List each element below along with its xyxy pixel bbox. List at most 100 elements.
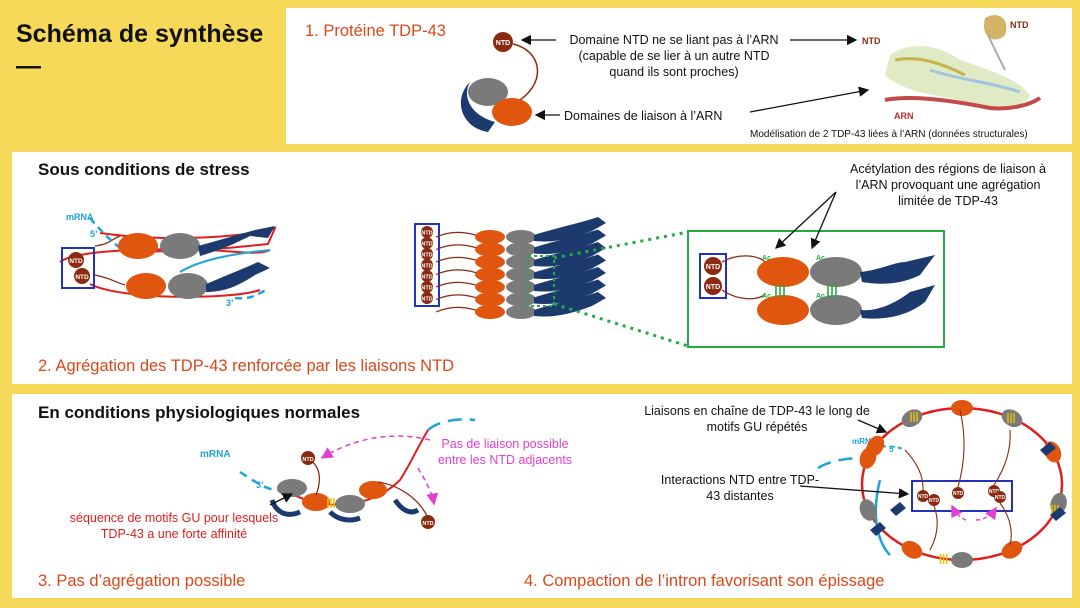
circle-ntd bbox=[994, 491, 1006, 503]
circle-rbd bbox=[1001, 409, 1023, 428]
svg-text:5’: 5’ bbox=[90, 229, 98, 239]
aggregate-rbd-orange bbox=[475, 280, 505, 294]
ntd-description: Domaine NTD ne se liant pas à l’ARN (cap… bbox=[569, 33, 779, 79]
panel3-caption-left: 3. Pas d’agrégation possible bbox=[38, 572, 246, 590]
circle-rbd bbox=[951, 552, 973, 568]
structural-model-image: NTD NTD ARN bbox=[862, 15, 1042, 121]
aggregate-ribbon bbox=[534, 217, 606, 242]
svg-text:NTD: NTD bbox=[302, 457, 313, 463]
aggregate-ntd-label: NTD bbox=[421, 264, 432, 270]
svg-text:NTD: NTD bbox=[706, 284, 720, 291]
aggregate-ribbon bbox=[534, 254, 606, 280]
aggregate-rbd-gray bbox=[506, 305, 536, 319]
panel2-heading: Sous conditions de stress bbox=[38, 160, 250, 179]
physiological-chain: NTD NTD mRNA 3’ bbox=[200, 418, 476, 529]
acetylation-label: Acétylation des régions de liaison à l’A… bbox=[850, 162, 1046, 208]
circle-rbd bbox=[951, 400, 973, 416]
circle-ntd-label: NTD bbox=[953, 491, 964, 497]
circle-ntd-label: NTD bbox=[918, 494, 929, 500]
aggregate-ntd bbox=[421, 259, 433, 271]
svg-text:Ac: Ac bbox=[816, 255, 825, 262]
aggregate-rbd-gray bbox=[506, 242, 536, 257]
aggregate-rbd-gray bbox=[506, 292, 536, 307]
no-link-label: Pas de liaison possible entre les NTD ad… bbox=[437, 437, 573, 467]
distant-interactions-label: Interactions NTD entre TDP-43 distantes bbox=[660, 473, 820, 503]
model-arn: ARN bbox=[894, 111, 914, 121]
circle-ntd-linker bbox=[999, 502, 1012, 546]
aggregate-ntd-label: NTD bbox=[421, 242, 432, 248]
circle-ribbon bbox=[890, 502, 906, 516]
aggregate-rbd-orange bbox=[475, 255, 505, 269]
aggregate-ntd-label: NTD bbox=[421, 231, 432, 237]
panel2-caption: 2. Agrégation des TDP-43 renforcée par l… bbox=[38, 357, 455, 375]
svg-text:5’: 5’ bbox=[889, 445, 896, 454]
svg-text:Ac: Ac bbox=[762, 293, 771, 300]
mrna-label-normal: mRNA bbox=[200, 449, 231, 460]
zoom-box bbox=[687, 230, 945, 348]
aggregate-rbd-gray bbox=[506, 267, 536, 282]
svg-text:Ac: Ac bbox=[762, 255, 771, 262]
aggregate-rbd-orange bbox=[475, 292, 505, 307]
aggregate-rbd-gray bbox=[506, 230, 536, 244]
ntd-tag: NTD bbox=[496, 40, 510, 47]
aggregate-ntd bbox=[421, 270, 433, 282]
aggregate-ribbon bbox=[534, 279, 606, 305]
aggregate-rbd-gray bbox=[506, 255, 536, 269]
svg-text:NTD: NTD bbox=[69, 258, 83, 265]
aggregate-ntd bbox=[421, 226, 433, 238]
panel3-heading: En conditions physiologiques normales bbox=[38, 403, 361, 422]
panel3-caption-right: 4. Compaction de l’intron favorisant son… bbox=[524, 572, 885, 590]
circle-ntd bbox=[917, 490, 929, 502]
svg-text:mRNA: mRNA bbox=[852, 437, 877, 446]
aggregate-ntd-label: NTD bbox=[421, 286, 432, 292]
circle-ribbon bbox=[1050, 507, 1066, 521]
circle-ntd-linker bbox=[957, 409, 965, 488]
stress-dimer: NTD NTD mRNA 5’ 3’ bbox=[59, 212, 277, 308]
model-ntd-left: NTD bbox=[862, 36, 881, 46]
chain-label: Liaisons en chaîne de TDP-43 le long de … bbox=[644, 404, 870, 434]
circle-rbd bbox=[859, 447, 877, 469]
circle-ntd-linker bbox=[904, 449, 924, 491]
aggregate-ntd-box bbox=[414, 223, 440, 307]
gu-sequence-label: séquence de motifs GU pour lesquels TDP-… bbox=[69, 511, 279, 541]
aggregate-ntd bbox=[421, 292, 433, 304]
svg-text:3’: 3’ bbox=[226, 298, 234, 308]
circle-rbd bbox=[901, 409, 923, 428]
aggregate-rbd-orange bbox=[475, 267, 505, 282]
aggregate-rbd-orange bbox=[475, 305, 505, 319]
aggregate-rbd-orange bbox=[475, 230, 505, 244]
aggregate-ribbon bbox=[534, 267, 606, 292]
aggregate-rbd-orange bbox=[475, 242, 505, 257]
circle-ntd-label: NTD bbox=[929, 498, 940, 504]
binding-domains-label: Domaines de liaison à l’ARN bbox=[564, 109, 723, 123]
panel1-heading: 1. Protéine TDP-43 bbox=[305, 22, 446, 40]
zoom-dimer: NTD NTD Ac Ac Ac Ac bbox=[699, 253, 935, 325]
aggregate-ntd-label: NTD bbox=[421, 275, 432, 281]
aggregate-ribbon bbox=[534, 292, 606, 317]
aggregate-ntd bbox=[421, 281, 433, 293]
circle-ribbon bbox=[870, 522, 886, 536]
svg-text:NTD: NTD bbox=[75, 274, 89, 281]
aggregate-ntd bbox=[421, 237, 433, 249]
circle-rbd bbox=[901, 540, 923, 559]
model-caption: Modélisation de 2 TDP-43 liées à l’ARN (… bbox=[750, 129, 1028, 140]
circle-ntd-linker bbox=[993, 429, 1011, 486]
title-dash: — bbox=[16, 52, 41, 80]
circle-ntd bbox=[928, 494, 940, 506]
circle-rbd bbox=[1001, 540, 1023, 559]
aggregate-ntd bbox=[421, 248, 433, 260]
aggregate-ribbon bbox=[534, 229, 606, 255]
model-ntd-right: NTD bbox=[1010, 20, 1029, 30]
aggregate-ntd-label: NTD bbox=[421, 297, 432, 303]
mrna-label-stress: mRNA bbox=[66, 212, 94, 222]
aggregate-rbd-gray bbox=[506, 280, 536, 294]
svg-text:NTD: NTD bbox=[422, 521, 433, 527]
circle-ntd-linker bbox=[929, 505, 938, 551]
svg-text:3’: 3’ bbox=[256, 480, 264, 490]
circle-ribbon bbox=[1040, 442, 1056, 456]
circle-ntd-label: NTD bbox=[989, 489, 1000, 495]
circle-ntd-label: NTD bbox=[995, 495, 1006, 501]
